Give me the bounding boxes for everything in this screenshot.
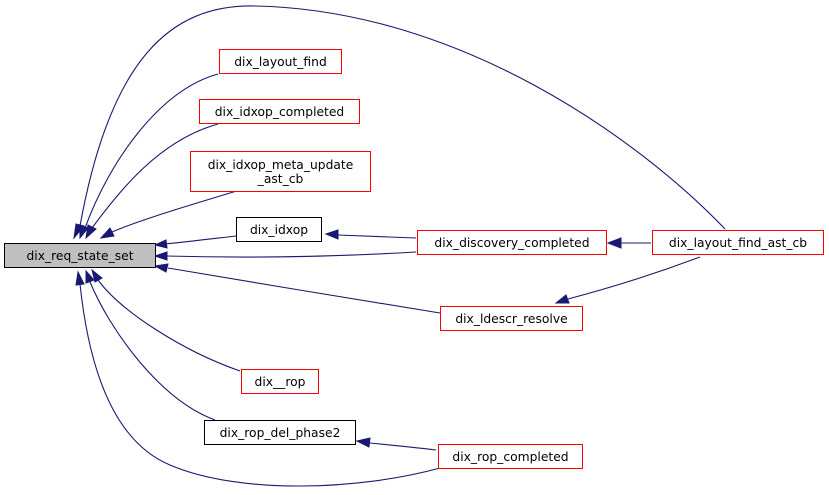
arrow-head — [606, 237, 622, 249]
arrow-head — [79, 224, 89, 240]
arrow-head — [85, 224, 97, 240]
arrow-head — [91, 268, 103, 283]
node-dix-idxop-meta-update-ast-cb[interactable]: dix_idxop_meta_update _ast_cb — [190, 151, 371, 192]
node-dix-rop-completed[interactable]: dix_rop_completed — [438, 444, 583, 469]
edge-idxop-to-req-state-set — [164, 235, 237, 245]
arrow-head — [554, 294, 570, 304]
edge-layout-find-ast-cb-to-ldescr-resolve — [567, 256, 701, 300]
edge-layout-find-to-req-state-set — [84, 73, 219, 229]
edge-discovery-completed-to-req-state-set — [165, 251, 417, 258]
arrow-head — [153, 263, 169, 273]
node-dix-idxop[interactable]: dix_idxop — [236, 217, 322, 242]
edge-rop-to-req-state-set — [97, 279, 241, 372]
node-dix-idxop-completed[interactable]: dix_idxop_completed — [199, 99, 360, 124]
edge-rop-completed-to-req-state-set — [79, 283, 441, 487]
node-dix-layout-find[interactable]: dix_layout_find — [219, 49, 342, 74]
node-dix-ldescr-resolve[interactable]: dix_ldescr_resolve — [440, 306, 583, 331]
edge-ldescr-resolve-to-req-state-set — [167, 267, 441, 314]
edge-idxop-completed-to-req-state-set — [91, 123, 219, 229]
edge-discovery-completed-to-idxop — [337, 234, 417, 239]
arrow-head — [153, 239, 168, 249]
arrow-head — [324, 229, 339, 240]
edge-rop-del-phase2-to-req-state-set — [89, 281, 216, 421]
arrow-head — [85, 269, 95, 284]
arrow-head — [355, 437, 371, 448]
node-dix-rop-del-phase2[interactable]: dix_rop_del_phase2 — [204, 420, 356, 445]
arrow-head — [75, 270, 85, 286]
edge-layout-find-ast-cb-to-req-state-set — [79, 5, 726, 230]
node-dix-layout-find-ast-cb[interactable]: dix_layout_find_ast_cb — [652, 230, 824, 255]
edge-meta-update-to-req-state-set — [111, 189, 241, 233]
arrow-head — [99, 227, 115, 239]
arrow-head — [153, 251, 168, 261]
node-dix-discovery-completed[interactable]: dix_discovery_completed — [417, 230, 607, 255]
node-dix-req-state-set: dix_req_state_set — [4, 243, 156, 268]
node-dix-rop[interactable]: dix__rop — [241, 369, 319, 394]
edge-rop-completed-to-rop-del-phase2 — [369, 442, 437, 451]
